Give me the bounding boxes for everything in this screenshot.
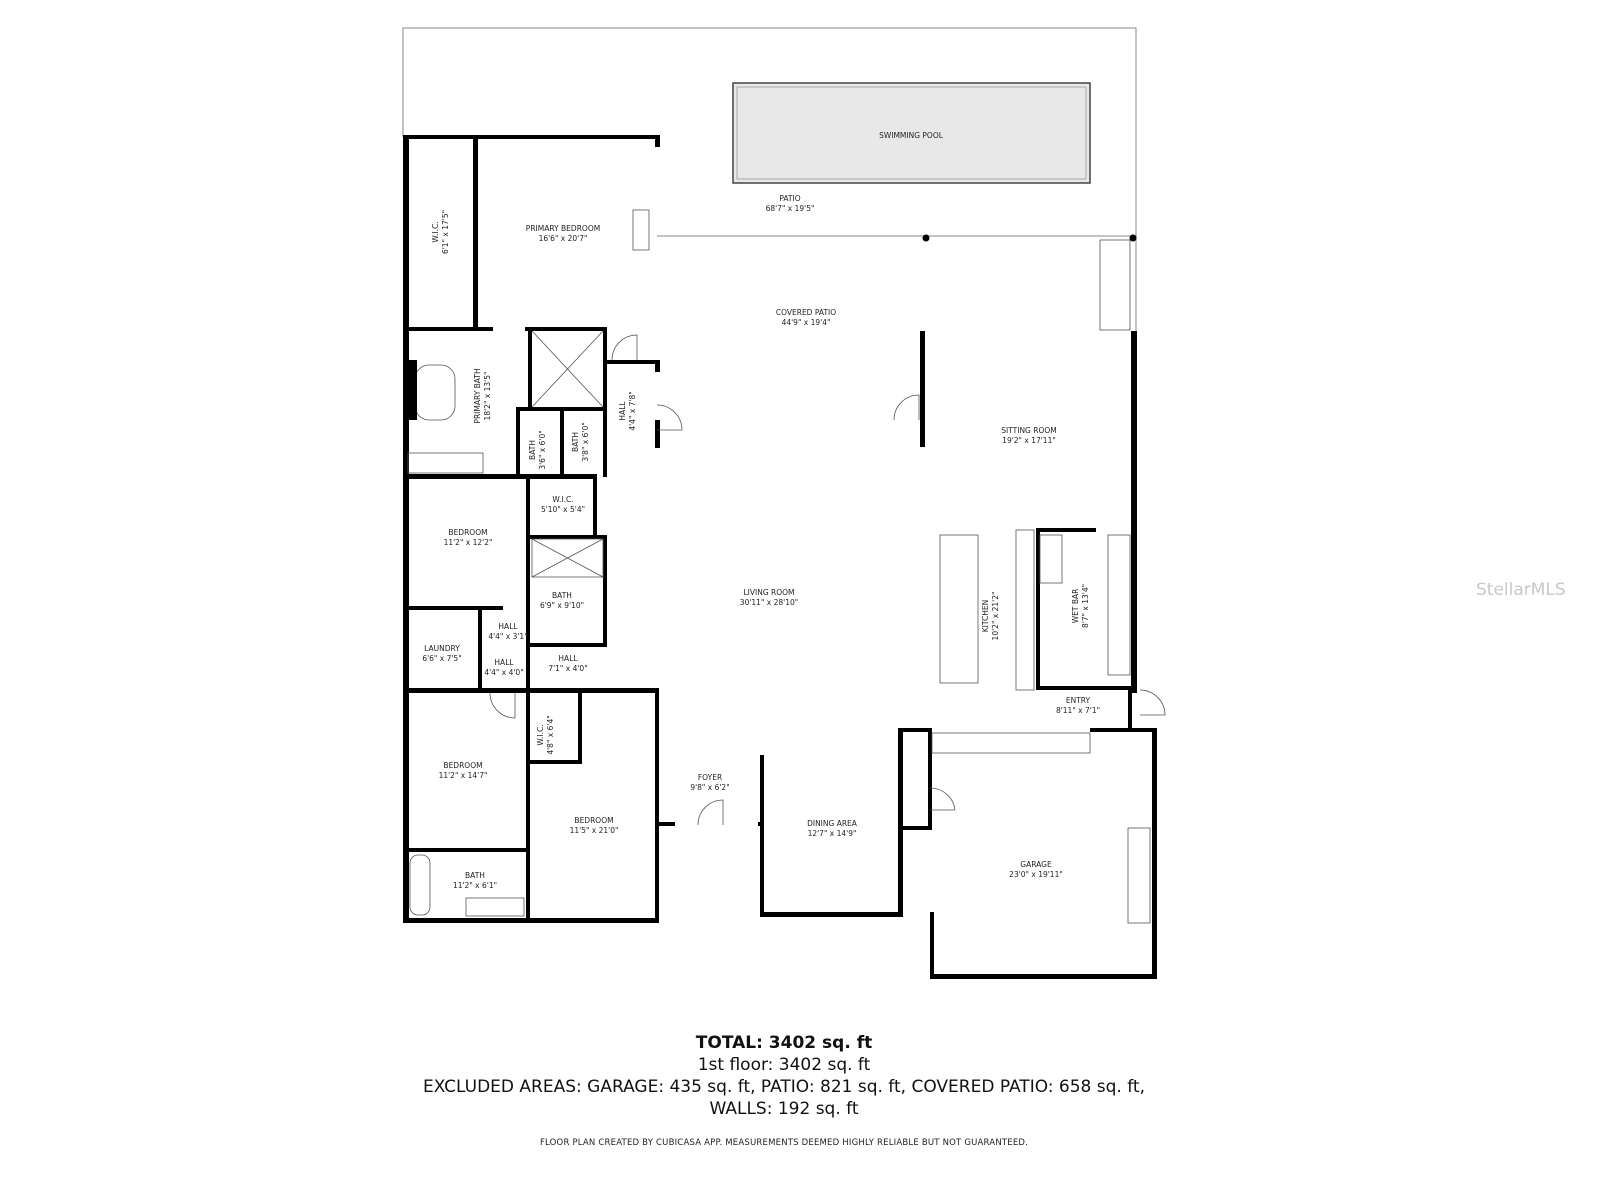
room-dims: 8'11" x 7'1" [1056,706,1100,715]
room-name: WET BAR [1071,589,1080,624]
watermark: StellarMLS [1476,580,1566,600]
room-dims: 6'6" x 7'5" [422,654,461,663]
room-name: HALL [618,401,627,421]
walls-area: WALLS: 192 sq. ft [709,1099,859,1119]
room-name: PRIMARY BEDROOM [526,224,600,233]
room-name: DINING AREA [807,819,858,828]
room-name: GARAGE [1020,860,1052,869]
disclaimer: FLOOR PLAN CREATED BY CUBICASA APP. MEAS… [539,1138,1029,1148]
room-name: LIVING ROOM [743,588,794,597]
room-dims: 16'6" x 20'7" [539,234,588,243]
room-name: BEDROOM [448,528,487,537]
room-dims: 4'4" x 3'1" [488,632,527,641]
room-dims: 12'7" x 14'9" [808,829,857,838]
room-name: W.I.C. [431,221,440,242]
swimming-pool [732,82,1091,184]
area-summary: TOTAL: 3402 sq. ft 1st floor: 3402 sq. f… [0,1032,1568,1120]
room-dims: 5'10" x 5'4" [541,505,585,514]
room-name: SITTING ROOM [1001,426,1057,435]
room-dims: 3'6" x 6'0" [538,430,547,469]
room-dims: 6'1" x 17'5" [441,210,450,254]
total-area: TOTAL: 3402 sq. ft [695,1033,873,1053]
room-dims: 18'2" x 13'5" [483,372,492,421]
fixtures [403,209,1166,924]
room-name: PATIO [779,194,800,203]
column [1129,234,1137,242]
room-name: FOYER [698,773,722,782]
room-name: BEDROOM [574,816,613,825]
room-name: LAUNDRY [424,644,460,653]
room-dims: 8'7" x 13'4" [1081,584,1090,628]
room-name: BATH [465,871,485,880]
floor-area: 1st floor: 3402 sq. ft [697,1055,871,1075]
room-dims: 6'9" x 9'10" [540,601,584,610]
room-dims: 11'2" x 12'2" [444,538,493,547]
room-name: HALL [498,622,518,631]
room-dims: 44'9" x 19'4" [782,318,831,327]
room-dims: 19'2" x 17'11" [1002,436,1056,445]
room-name: BEDROOM [443,761,482,770]
room-dims: 7'1" x 4'0" [548,664,587,673]
room-name: BATH [552,591,572,600]
excluded-areas: EXCLUDED AREAS: GARAGE: 435 sq. ft, PATI… [423,1077,1145,1097]
room-dims: 3'8" x 6'0" [581,422,590,461]
room-name: PRIMARY BATH [473,368,482,423]
room-labels: SWIMMING POOL PATIO 68'7" x 19'5" COVERE… [422,131,1100,890]
room-dims: 30'11" x 28'10" [740,598,798,607]
room-name: SWIMMING POOL [879,131,944,140]
patio-outline [402,27,1137,333]
room-dims: 23'0" x 19'11" [1009,870,1063,879]
room-name: HALL [558,654,578,663]
room-name: BATH [528,440,537,460]
room-dims: 11'2" x 6'1" [453,881,497,890]
room-dims: 10'2" x 21'2" [991,592,1000,641]
room-name: W.I.C. [536,724,545,745]
room-name: HALL [494,658,514,667]
room-dims: 11'5" x 21'0" [570,826,619,835]
room-dims: 4'8" x 6'4" [546,715,555,754]
room-name: COVERED PATIO [776,308,836,317]
column [922,234,930,242]
room-dims: 9'8" x 6'2" [690,783,729,792]
room-dims: 4'4" x 7'8" [628,391,637,430]
room-dims: 68'7" x 19'5" [766,204,815,213]
room-name: W.I.C. [552,495,573,504]
room-dims: 4'4" x 4'0" [484,668,523,677]
room-dims: 11'2" x 14'7" [439,771,488,780]
room-name: BATH [571,432,580,452]
room-name: ENTRY [1066,696,1091,705]
walls [403,135,1157,979]
room-name: KITCHEN [981,600,990,633]
